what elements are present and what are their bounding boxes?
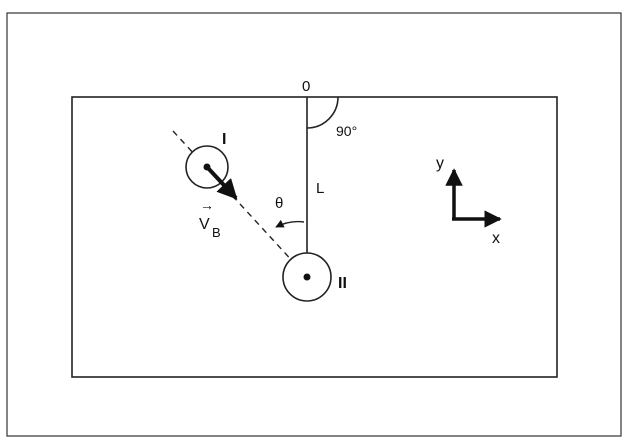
right-angle-label: 90° — [336, 123, 357, 139]
ball-two-label: II — [338, 275, 347, 292]
ball-one-label: I — [222, 131, 226, 148]
y-axis-label: y — [436, 155, 444, 172]
velocity-label: V — [199, 216, 210, 233]
origin-label: 0 — [302, 78, 310, 95]
velocity-arrow — [205, 165, 238, 200]
x-axis-label: x — [492, 230, 500, 247]
right-angle-arc — [306, 96, 339, 129]
table-surface — [71, 96, 558, 378]
theta-label: θ — [275, 195, 283, 212]
velocity-vector-arrow: → — [200, 197, 214, 213]
ball-two-center — [303, 273, 311, 281]
velocity-subscript: B — [212, 225, 221, 240]
theta-arc — [275, 219, 305, 228]
outer-frame — [6, 12, 622, 437]
length-label: L — [316, 180, 324, 197]
